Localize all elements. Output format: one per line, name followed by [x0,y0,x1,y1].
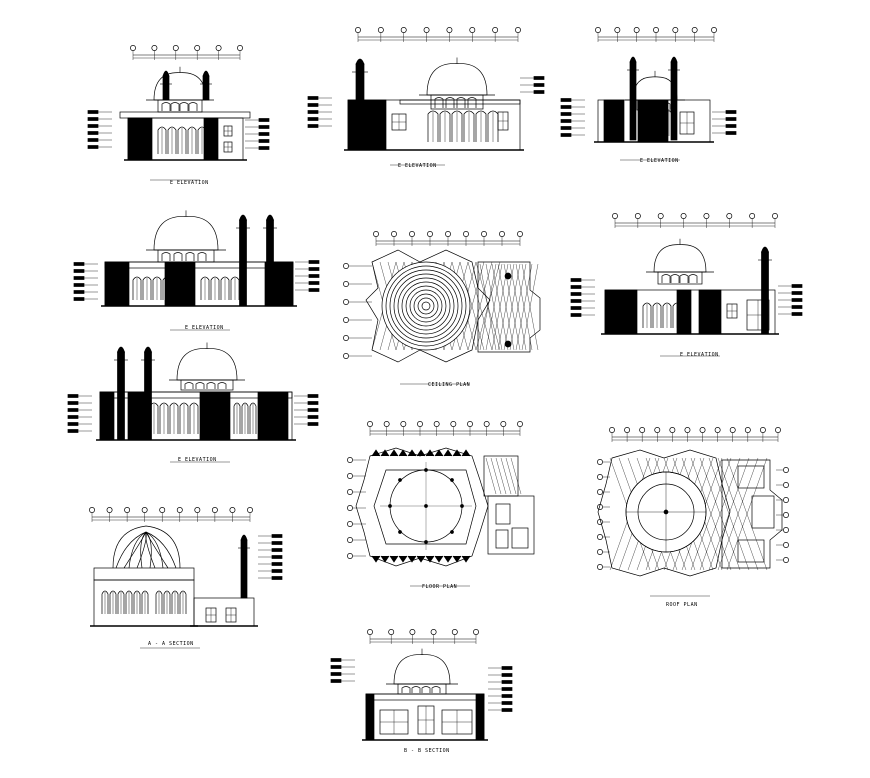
ceiling-plan [343,231,541,385]
caption-section-bb: B - B SECTION [404,748,450,754]
roof-plan [597,427,789,597]
elevation-1 [87,45,270,181]
section-aa [89,507,283,649]
caption-ceiling-plan: CEILING PLAN [428,382,471,388]
elevation-3 [560,27,737,161]
caption-elev-6: E ELEVATION [178,457,217,463]
caption-elev-5: E ELEVATION [680,352,719,358]
elevation-6 [67,342,319,463]
floor-plan [347,421,535,587]
caption-elev-1: E ELEVATION [170,180,209,186]
section-bb [330,629,513,741]
caption-floor-plan: FLOOR PLAN [422,584,458,590]
elevation-4 [73,210,320,331]
elevation-2 [307,27,545,166]
caption-elev-2: E ELEVATION [398,163,437,169]
caption-roof-plan: ROOF PLAN [666,602,698,608]
elevation-5 [570,213,803,357]
caption-elev-4: E ELEVATION [185,325,224,331]
caption-elev-3: E ELEVATION [640,158,679,164]
caption-section-aa: A - A SECTION [148,641,194,647]
